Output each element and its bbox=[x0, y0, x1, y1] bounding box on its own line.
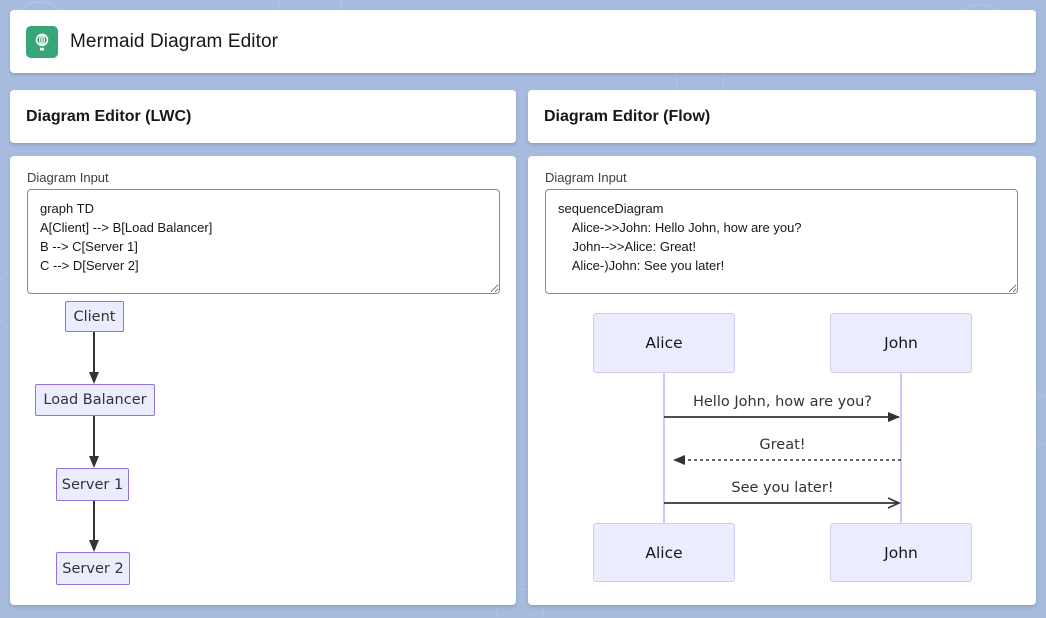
left-input-label: Diagram Input bbox=[27, 170, 109, 185]
right-panel-header: Diagram Editor (Flow) bbox=[528, 90, 1036, 143]
message-text-2: Great! bbox=[664, 437, 901, 453]
flow-node-server-2: Server 2 bbox=[56, 552, 130, 585]
left-diagram-input[interactable]: graph TD A[Client] --> B[Load Balancer] … bbox=[27, 189, 500, 294]
left-panel-body: Diagram Input graph TD A[Client] --> B[L… bbox=[10, 156, 516, 605]
flow-node-server-1: Server 1 bbox=[56, 468, 129, 501]
left-panel-header: Diagram Editor (LWC) bbox=[10, 90, 516, 143]
actor-alice-top: Alice bbox=[593, 313, 735, 373]
actor-alice-bottom: Alice bbox=[593, 523, 735, 582]
right-diagram-input[interactable]: sequenceDiagram Alice->>John: Hello John… bbox=[545, 189, 1018, 294]
message-text-3: See you later! bbox=[664, 480, 901, 496]
flow-node-load-balancer: Load Balancer bbox=[35, 384, 155, 416]
app-title: Mermaid Diagram Editor bbox=[70, 31, 278, 53]
message-text-1: Hello John, how are you? bbox=[664, 394, 901, 410]
balloon-icon bbox=[26, 26, 58, 58]
right-panel-body: Diagram Input sequenceDiagram Alice->>Jo… bbox=[528, 156, 1036, 605]
right-panel-title: Diagram Editor (Flow) bbox=[544, 108, 710, 126]
flow-node-client: Client bbox=[65, 301, 124, 332]
actor-john-top: John bbox=[830, 313, 972, 373]
app-header: Mermaid Diagram Editor bbox=[10, 10, 1036, 73]
right-input-label: Diagram Input bbox=[545, 170, 627, 185]
left-panel-title: Diagram Editor (LWC) bbox=[26, 108, 191, 126]
actor-john-bottom: John bbox=[830, 523, 972, 582]
